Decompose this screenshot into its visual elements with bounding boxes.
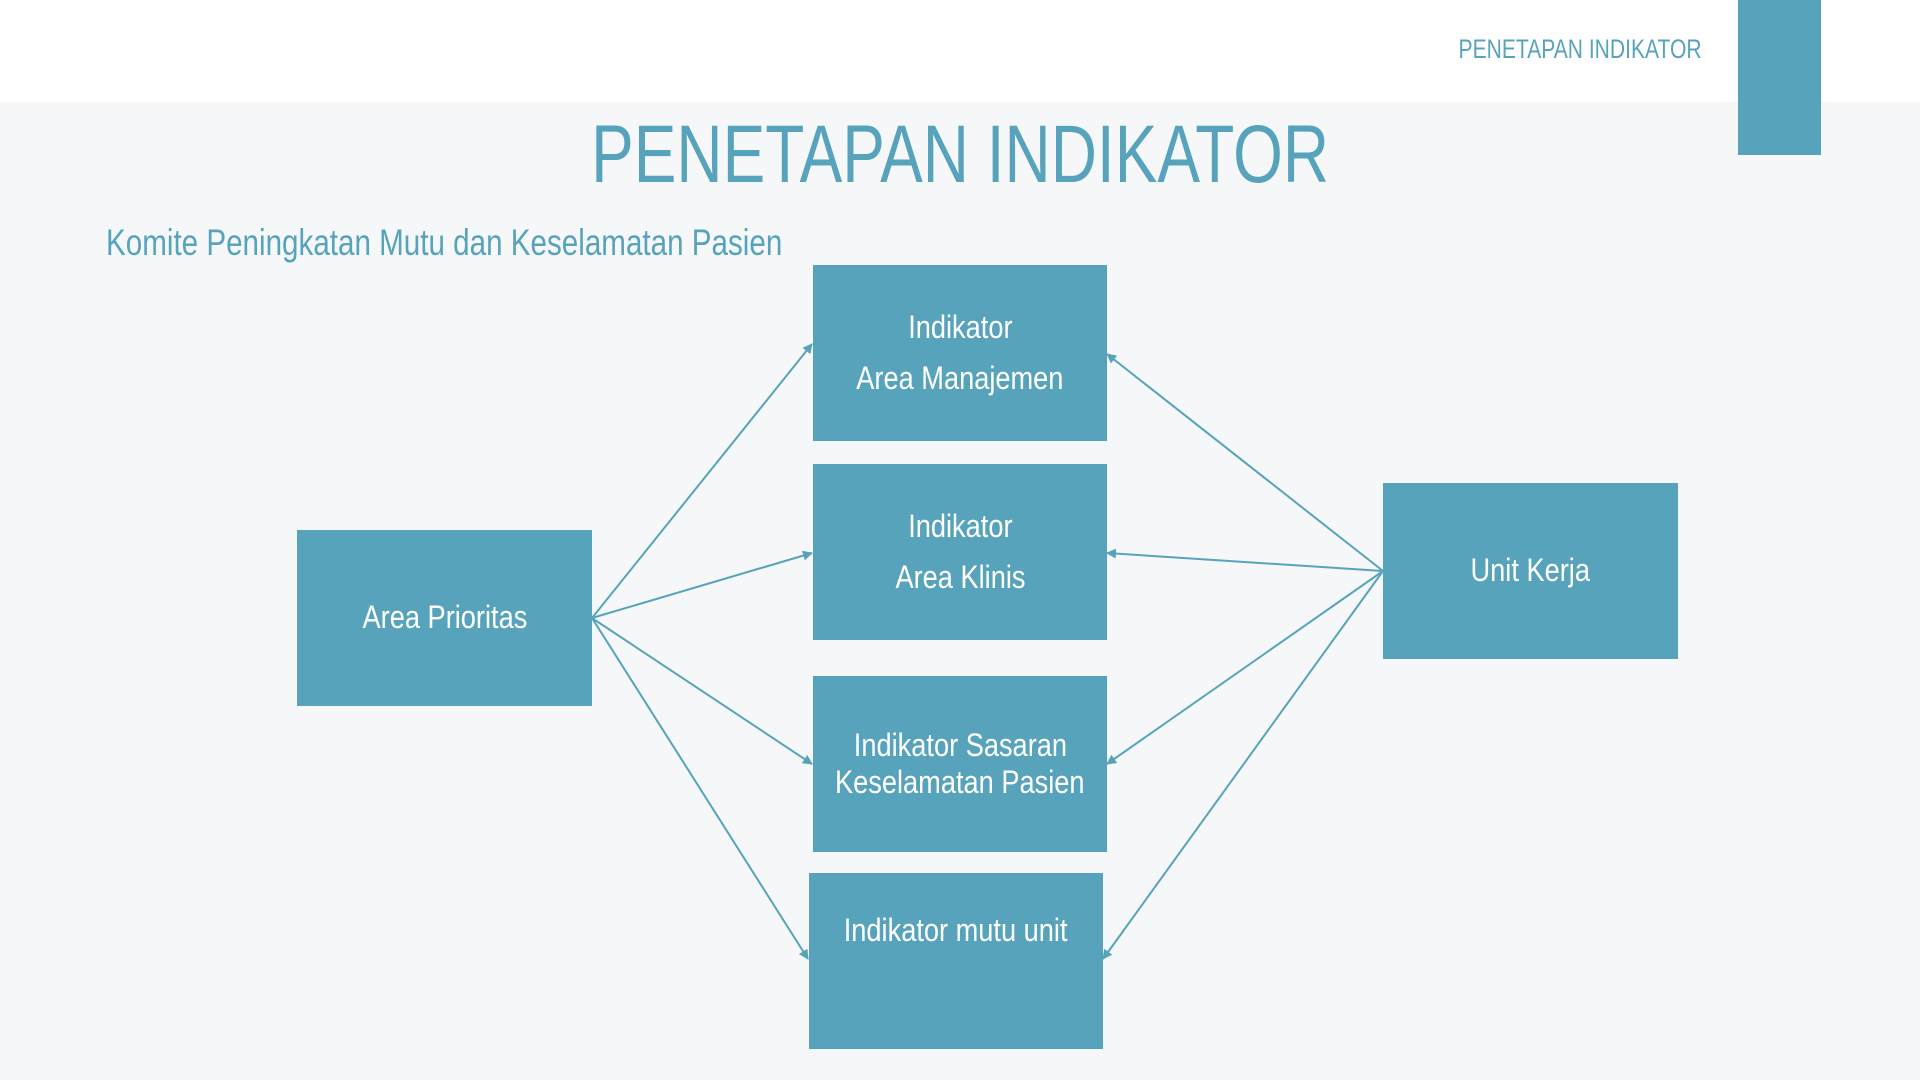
node-indikator-area-manajemen-line1: Indikator [907, 308, 1013, 345]
arrow-prioritas-to-manajemen [591, 343, 813, 619]
arrow-unitkerja-to-manajemen [1106, 353, 1384, 572]
header-section-label: PENETAPAN INDIKATOR [1458, 34, 1702, 64]
slide-subtitle: Komite Peningkatan Mutu dan Keselamatan … [106, 222, 783, 263]
node-indikator-area-manajemen-line2: Area Manajemen [856, 360, 1064, 396]
arrow-prioritas-to-klinis [591, 550, 813, 619]
arrow-unitkerja-to-skp [1106, 570, 1384, 765]
node-indikator-skp-line1: Indikator Sasaran [853, 727, 1067, 764]
arrow-unitkerja-to-mutu-unit [1102, 570, 1384, 960]
arrow-prioritas-to-mutu-unit [591, 617, 809, 960]
node-unit-kerja-label: Unit Kerja [1470, 552, 1591, 589]
slide-title: PENETAPAN INDIKATOR [0, 108, 1920, 202]
node-indikator-area-klinis-line1: Indikator [907, 507, 1013, 544]
top-bar [0, 0, 1920, 102]
slide-title-text: PENETAPAN INDIKATOR [590, 109, 1330, 200]
accent-block [1738, 0, 1821, 155]
node-indikator-area-klinis-line2: Area Klinis [894, 559, 1025, 595]
node-unit-kerja: Unit Kerja [1383, 483, 1678, 659]
node-indikator-area-klinis: Indikator Area Klinis [813, 464, 1107, 640]
node-indikator-area-manajemen: Indikator Area Manajemen [813, 265, 1107, 441]
node-area-prioritas-label: Area Prioritas [362, 599, 527, 636]
node-area-prioritas: Area Prioritas [297, 530, 592, 706]
arrow-unitkerja-to-klinis [1106, 548, 1384, 572]
node-indikator-skp-line2: Keselamatan Pasien [835, 764, 1085, 800]
node-indikator-sasaran-keselamatan-pasien: Indikator Sasaran Keselamatan Pasien [813, 676, 1107, 852]
node-indikator-mutu-unit-label: Indikator mutu unit [844, 912, 1068, 948]
arrow-prioritas-to-skp [591, 617, 813, 765]
node-indikator-mutu-unit: Indikator mutu unit [809, 873, 1103, 1049]
